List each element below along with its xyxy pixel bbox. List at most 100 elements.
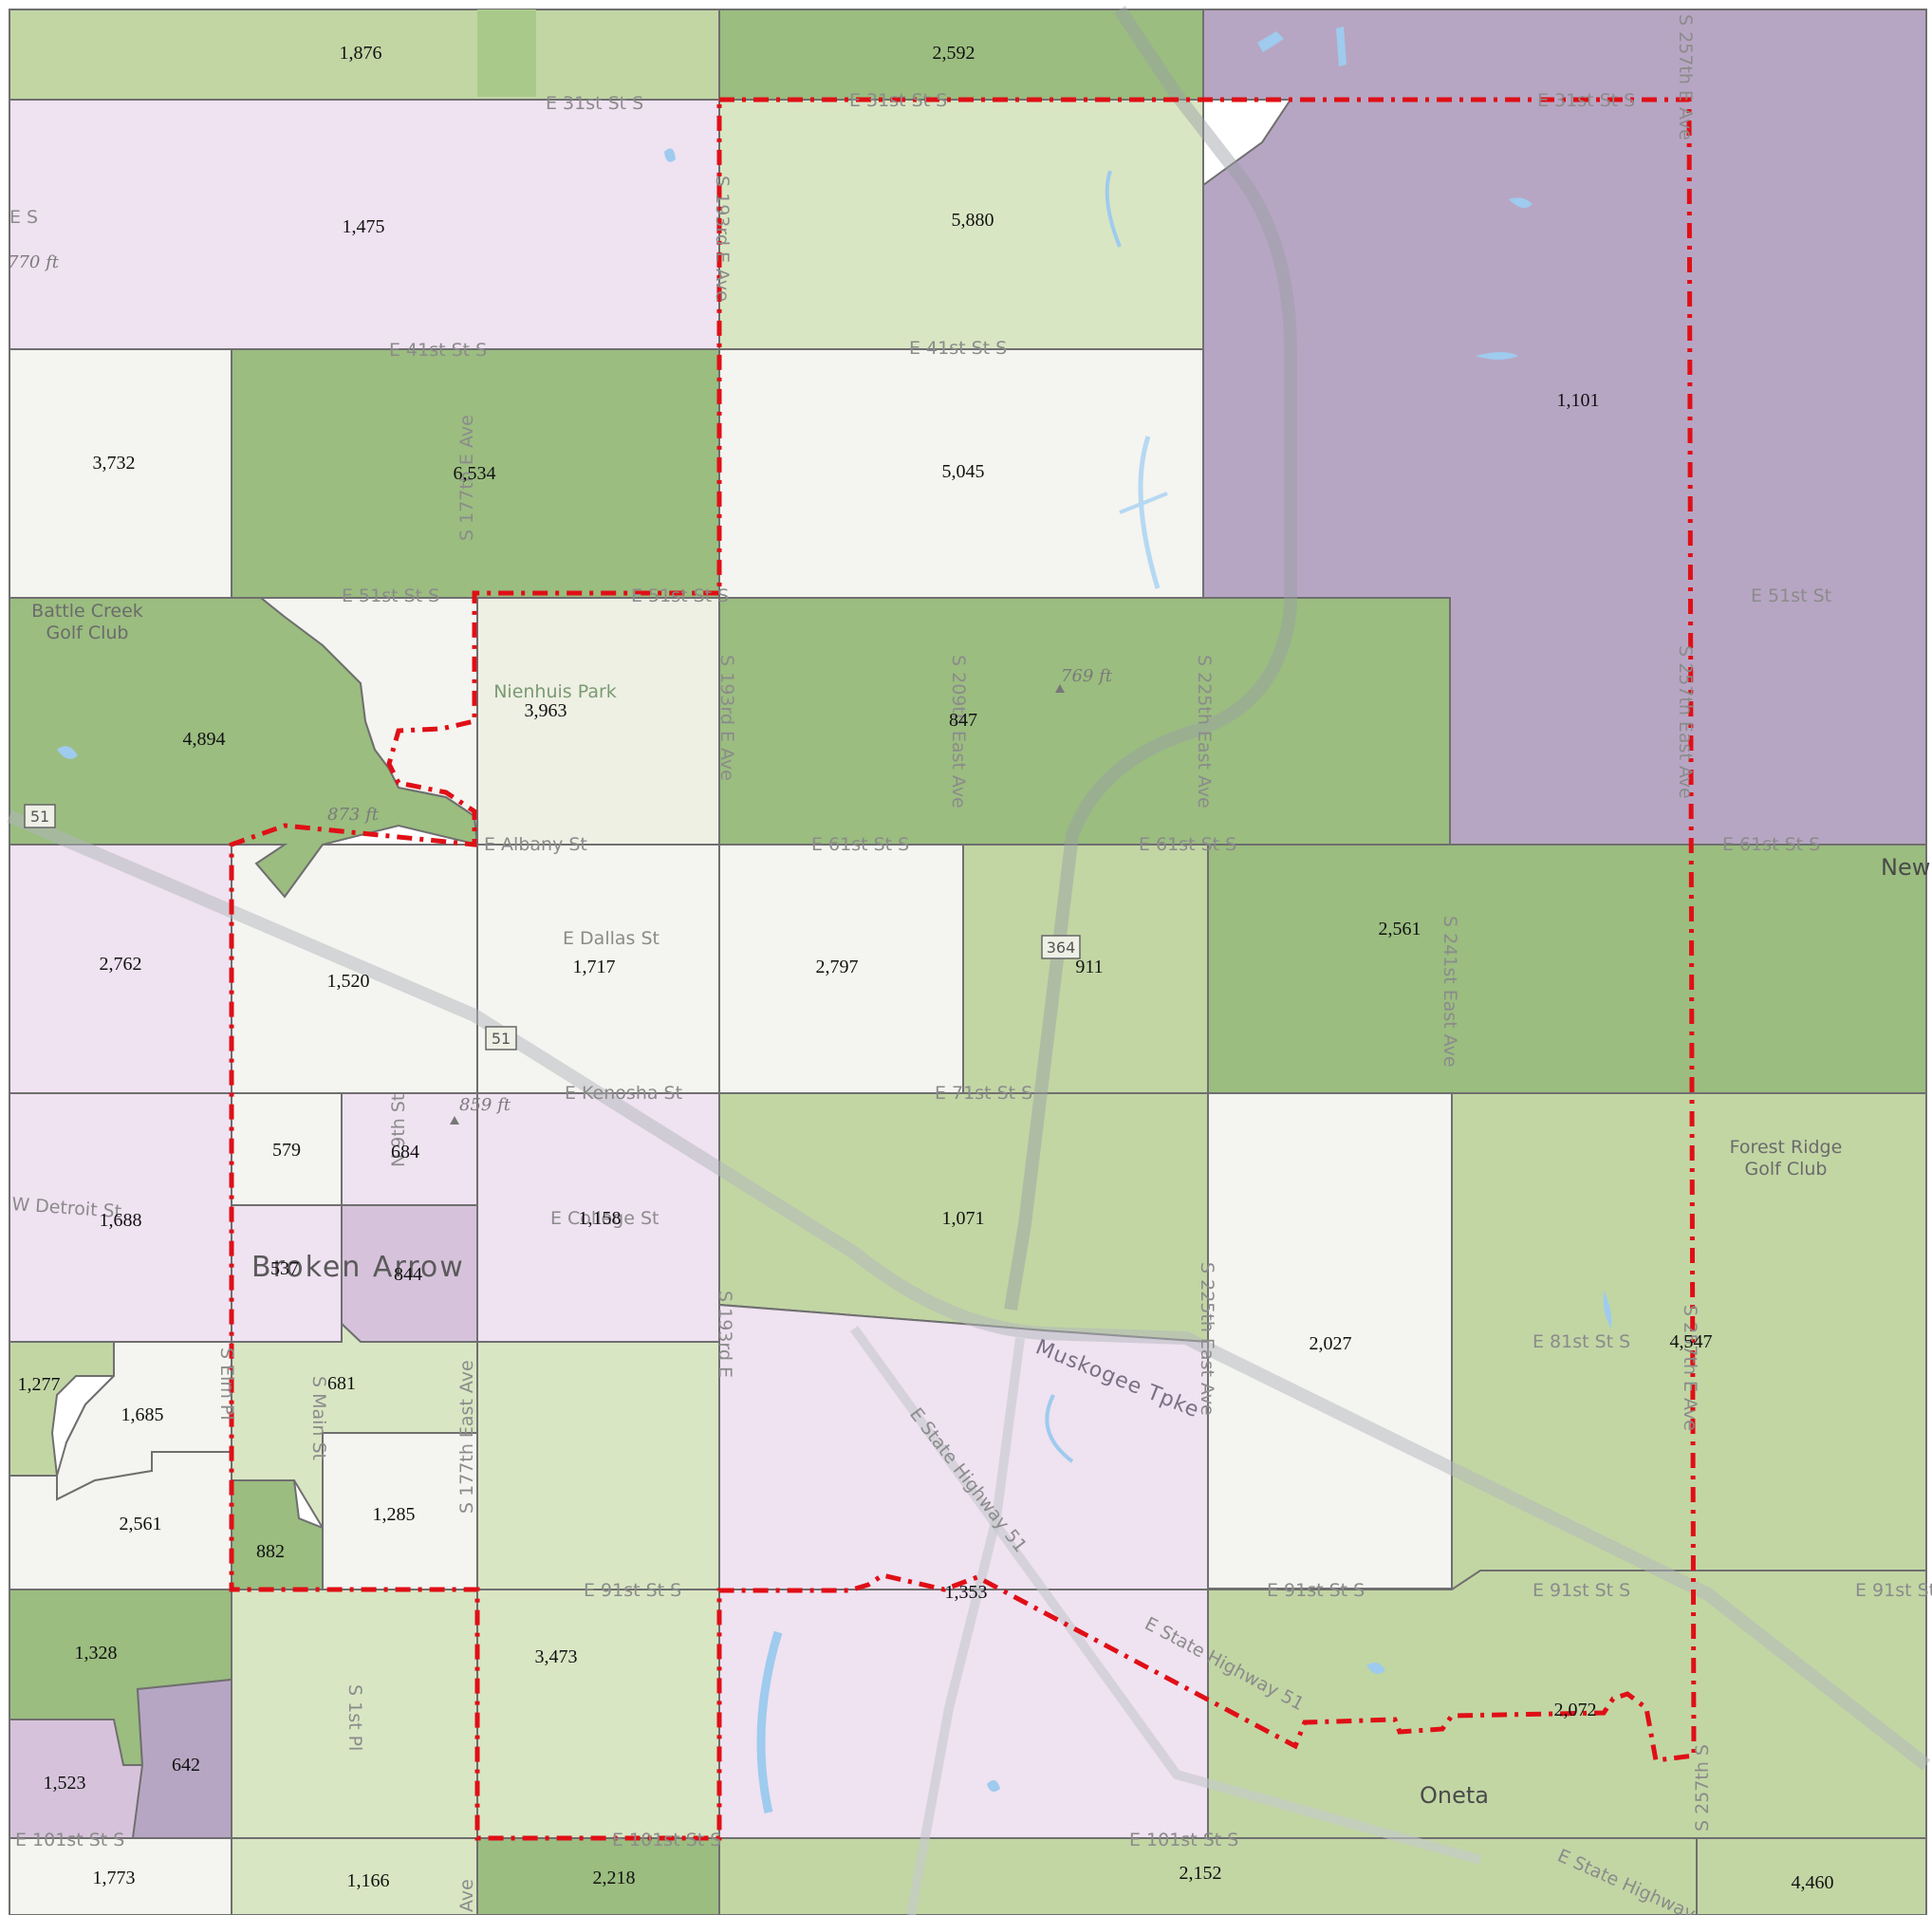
population-label: 1,328 (75, 1643, 118, 1664)
population-label: 2,072 (1554, 1700, 1597, 1720)
svg-text:51: 51 (492, 1030, 511, 1048)
block[interactable] (231, 1837, 478, 1915)
road-label: S 241st East Ave (1440, 916, 1460, 1068)
road-label: E S (9, 207, 38, 228)
road-label: E 91st St S (1267, 1580, 1365, 1601)
block[interactable] (231, 1204, 343, 1343)
block[interactable] (9, 99, 720, 350)
block[interactable] (476, 844, 720, 1094)
population-label: 1,166 (347, 1870, 390, 1891)
road-label: E 101st St S (15, 1830, 124, 1850)
study-area-boundary (229, 97, 1697, 1841)
elevation-labels: 873 ft 769 ft 859 ft 770 ft (8, 252, 1113, 1125)
place-oneta: Oneta (1420, 1782, 1489, 1809)
elevation-label: 873 ft (327, 805, 380, 825)
block[interactable] (476, 1589, 720, 1839)
road-label: S 193rd E Ave (716, 655, 737, 781)
population-label: 1,523 (44, 1773, 86, 1794)
road-label: S 257th E Ave (1675, 14, 1696, 140)
block[interactable] (476, 1341, 720, 1590)
road-label: S 209th East Ave (948, 655, 969, 809)
block[interactable] (718, 597, 1451, 846)
elevation-label: 770 ft (8, 252, 60, 272)
road-label: E Albany St (484, 834, 587, 855)
block[interactable] (9, 348, 232, 599)
road-label: S 257th East Ave (1675, 645, 1696, 799)
road-label: E 51st St (1751, 586, 1831, 606)
road-label: S 225th East Ave (1197, 1262, 1217, 1416)
road-label: S Main St (308, 1376, 329, 1460)
road-label: S 193rd E (715, 1291, 735, 1378)
population-label: 537 (270, 1258, 299, 1279)
road-label: S 1st Pl (344, 1684, 365, 1751)
block[interactable] (718, 9, 1204, 101)
population-label: 1,876 (340, 43, 382, 64)
block[interactable] (718, 348, 1204, 599)
hwy-51-shield-west: 51 (24, 804, 56, 828)
population-label: 1,158 (579, 1208, 622, 1229)
road-label: E 101st St S (612, 1830, 721, 1850)
park-patch (477, 9, 536, 97)
population-label: 1,071 (942, 1208, 985, 1229)
block[interactable] (476, 597, 720, 846)
hwy-364-shield: 364 (1041, 935, 1081, 959)
road-label: S 193rd E Ave (712, 176, 733, 302)
block[interactable] (9, 844, 232, 1094)
population-label: 4,547 (1670, 1331, 1713, 1352)
road-label: E Dallas St (563, 928, 659, 949)
population-label: 1,685 (121, 1404, 164, 1425)
block[interactable] (231, 1589, 478, 1839)
block[interactable] (1696, 1837, 1927, 1915)
road-label: Ave (456, 1879, 477, 1912)
road-label: E 51st St S (342, 586, 439, 606)
block[interactable] (231, 1092, 343, 1206)
population-label: 2,152 (1180, 1863, 1222, 1884)
road-label: E 41st St S (389, 340, 487, 361)
block[interactable] (718, 99, 1204, 350)
road-label: E 101st St S (1129, 1830, 1238, 1850)
svg-text:364: 364 (1047, 939, 1076, 957)
block[interactable] (718, 1303, 1209, 1590)
block[interactable] (962, 844, 1209, 1094)
population-label: 911 (1075, 957, 1103, 977)
population-label: 1,101 (1557, 390, 1600, 411)
block[interactable] (476, 1092, 720, 1343)
road-label: E 41st St S (909, 338, 1007, 359)
svg-text:51: 51 (30, 808, 49, 826)
population-label: 1,475 (343, 216, 385, 237)
road-label: E 61st St S (811, 834, 909, 855)
road-label: E 61st St S (1139, 834, 1236, 855)
road-label: E 91st St S (1855, 1580, 1932, 1601)
place-forest-ridge-line2: Golf Club (1744, 1159, 1827, 1180)
elevation-label: 769 ft (1061, 666, 1113, 686)
place-broken-arrow: Broken Arrow (251, 1251, 465, 1284)
road-label: E 81st St S (1533, 1331, 1630, 1352)
population-label: 847 (949, 710, 977, 731)
road-label: S Elm Pl (216, 1348, 237, 1421)
elevation-label: 859 ft (459, 1095, 511, 1115)
population-label: 2,561 (120, 1514, 162, 1534)
road-label: E 51st St S (631, 586, 729, 606)
highway-shields: 51 364 51 (24, 804, 1081, 1050)
block[interactable] (9, 9, 720, 101)
place-battle-creek-line1: Battle Creek (31, 601, 143, 622)
block[interactable] (718, 1837, 1698, 1915)
place-nienhuis-park: Nienhuis Park (493, 681, 617, 702)
population-label: 1,717 (573, 957, 616, 977)
block[interactable] (341, 1092, 478, 1206)
water-features (57, 27, 1612, 1813)
population-label: 1,285 (373, 1504, 416, 1525)
road-label: E 91st St S (1533, 1580, 1630, 1601)
population-label: 4,460 (1792, 1872, 1834, 1893)
road-labels: E 31st St S E 31st St S E 31st St S E 41… (9, 14, 1932, 1915)
block[interactable] (718, 844, 964, 1094)
population-label: 2,561 (1379, 919, 1421, 939)
road-label: E 91st St S (584, 1580, 681, 1601)
population-label: 1,353 (945, 1582, 988, 1603)
population-label: 681 (327, 1373, 356, 1394)
block[interactable] (9, 1092, 232, 1343)
block[interactable] (1207, 844, 1927, 1094)
population-label: 3,963 (525, 700, 567, 721)
place-battle-creek-line2: Golf Club (46, 623, 128, 643)
